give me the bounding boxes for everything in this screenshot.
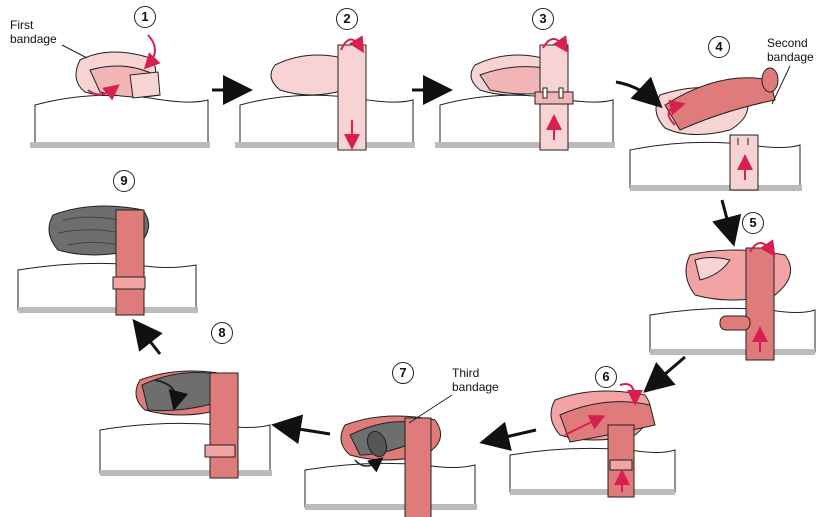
step-8-badge: 8 [211, 322, 233, 344]
first-bandage-leader [62, 40, 92, 60]
flow-arrow-5-to-6 [640, 355, 690, 395]
step-5-illustration [650, 240, 815, 360]
flow-arrow-3-to-4 [614, 78, 664, 108]
flow-arrow-6-to-7 [480, 425, 540, 450]
step-9-illustration [18, 195, 198, 320]
first-bandage-label-line2: bandage [10, 32, 57, 46]
step-3-illustration [435, 20, 615, 150]
third-bandage-label-line2: bandage [452, 380, 499, 394]
second-bandage-label-line2: bandage [767, 50, 814, 64]
step-2-illustration [235, 20, 415, 150]
flow-arrow-8-to-9 [130, 318, 170, 358]
step-9-badge: 9 [113, 170, 135, 192]
step-8-illustration [100, 355, 275, 480]
second-bandage-leader [770, 66, 800, 106]
flow-arrow-2-to-3 [410, 80, 450, 100]
third-bandage-label: Third bandage [452, 366, 499, 394]
step-2-badge: 2 [336, 8, 358, 30]
step-1-badge: 1 [134, 6, 156, 28]
third-bandage-leader [404, 395, 454, 425]
flow-arrow-1-to-2 [210, 80, 250, 100]
second-bandage-label: Second bandage [767, 36, 814, 64]
first-bandage-label-line1: First [10, 18, 57, 32]
third-bandage-label-line1: Third [452, 366, 499, 380]
step-3-badge: 3 [532, 8, 554, 30]
flow-arrow-7-to-8 [270, 418, 335, 443]
step-5-badge: 5 [742, 212, 764, 234]
step-4-badge: 4 [708, 36, 730, 58]
first-bandage-label: First bandage [10, 18, 57, 46]
flow-arrow-4-to-5 [712, 198, 742, 248]
step-1-illustration [30, 20, 210, 150]
step-7-badge: 7 [392, 362, 414, 384]
second-bandage-label-line1: Second [767, 36, 814, 50]
step-6-badge: 6 [595, 366, 617, 388]
